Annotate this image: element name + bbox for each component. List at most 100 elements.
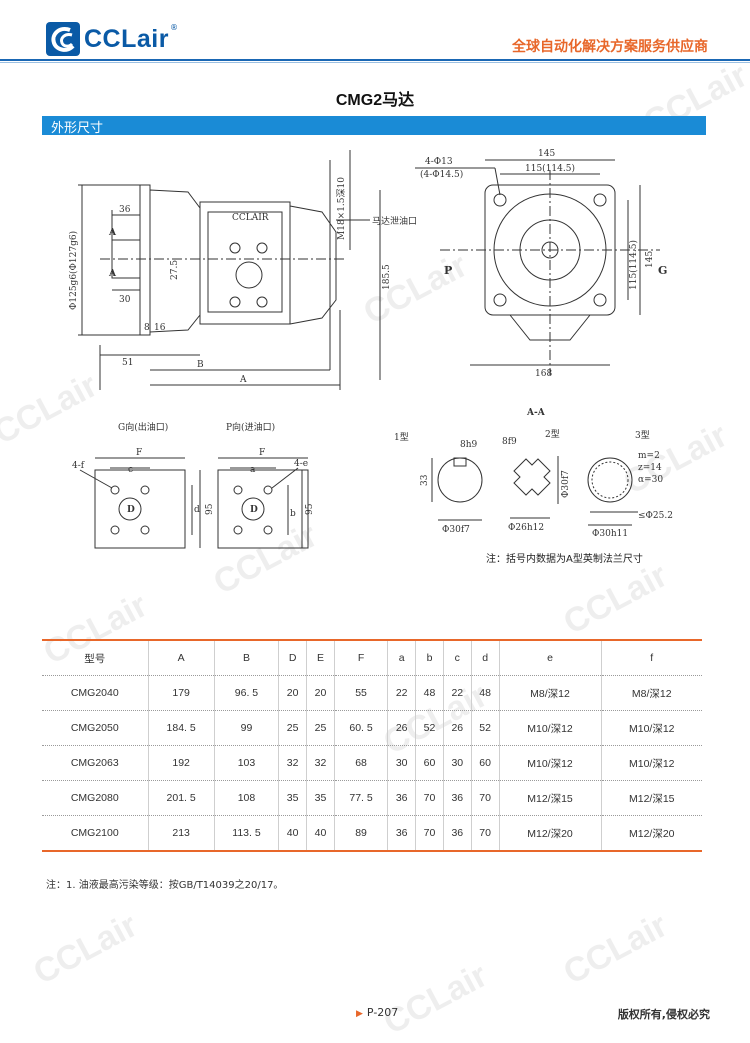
watermark: CCLair <box>557 906 674 993</box>
registered-mark: ® <box>169 22 178 32</box>
table-cell: 36 <box>443 780 472 816</box>
table-cell: 26 <box>443 710 472 746</box>
dim-115-right: 115(114.5) <box>628 240 639 290</box>
table-cell: CMG2100 <box>42 815 149 852</box>
p-dim-d-upper: D <box>250 505 258 515</box>
table-cell: 30 <box>387 745 417 781</box>
table-cell: CMG2080 <box>42 780 149 816</box>
view-p-title: P向(进油口) <box>226 421 275 433</box>
page-number-text: P-207 <box>366 1006 399 1019</box>
table-cell: 96. 5 <box>214 675 280 711</box>
table-cell: 108 <box>214 780 280 816</box>
section-header: 外形尺寸 <box>42 116 706 136</box>
table-cell: 40 <box>278 815 308 852</box>
dim-145-top: 145 <box>538 149 555 159</box>
dim-a: A <box>239 375 247 385</box>
page-number: ▶P-207 <box>356 1006 398 1019</box>
table-cell: M10/深12 <box>601 710 702 746</box>
section-a-bottom: A <box>108 269 117 279</box>
table-cell: 60 <box>415 745 444 781</box>
table-cell: M10/深12 <box>601 745 702 781</box>
col-c-lower: c <box>443 639 472 676</box>
table-row: CMG2080 201. 5 108 35 35 77. 5 36 70 36 … <box>42 780 702 816</box>
col-a-lower: a <box>387 639 417 676</box>
type-2-label: 2型 <box>545 429 560 440</box>
body-brand: CCLAIR <box>232 213 269 223</box>
table-cell: 213 <box>148 815 215 852</box>
header-divider-thin <box>0 62 750 63</box>
drain-port-label: 马达泄油口 <box>372 215 417 227</box>
type1-height: 33 <box>420 474 430 486</box>
aa-sections <box>431 456 638 526</box>
hole-spec-2: (4-Φ14.5) <box>420 169 463 180</box>
footnote: 注：1. 油液最高污染等级：按GB/T14039之20/17。 <box>46 880 284 891</box>
table-cell: 103 <box>214 745 280 781</box>
col-f-upper: F <box>334 639 389 676</box>
table-cell: M8/深12 <box>601 675 702 711</box>
spline-teeth: z=14 <box>638 463 662 473</box>
thread-spec: M18×1.5深10 <box>336 177 347 240</box>
table-cell: 99 <box>214 710 280 746</box>
table-cell: 40 <box>306 815 335 852</box>
table-cell: 36 <box>443 815 472 852</box>
watermark: CCLair <box>27 906 144 993</box>
triangle-icon: ▶ <box>356 1009 363 1019</box>
table-cell: CMG2063 <box>42 745 149 781</box>
table-cell: CMG2050 <box>42 710 149 746</box>
col-a: A <box>148 639 215 676</box>
dimension-drawing: 36 30 A A Φ125g6(Φ127g6) 27.5 8 16 51 B … <box>40 140 710 580</box>
table-cell: M12/深20 <box>499 815 602 852</box>
dim-b: B <box>197 360 204 370</box>
table-cell: 60 <box>471 745 500 781</box>
table-cell: 20 <box>278 675 308 711</box>
table-cell: 77. 5 <box>334 780 389 816</box>
front-view <box>415 159 660 375</box>
table-cell: 113. 5 <box>214 815 280 852</box>
table-cell: 70 <box>415 815 444 852</box>
table-cell: 35 <box>306 780 335 816</box>
table-cell: 68 <box>334 745 389 781</box>
type2-dia: Φ30f7 <box>561 470 571 498</box>
dim-51: 51 <box>122 358 133 368</box>
dim-36: 36 <box>119 205 131 215</box>
logo-text: CCLair <box>84 24 169 53</box>
g-dim-d-upper: D <box>127 505 135 515</box>
table-cell: 32 <box>306 745 335 781</box>
type1-key-width: 8h9 <box>460 440 478 450</box>
p-dim-95: 95 <box>305 503 315 515</box>
col-e-upper: E <box>306 639 335 676</box>
table-cell: 201. 5 <box>148 780 215 816</box>
table-row: CMG2050 184. 5 99 25 25 60. 5 26 52 26 5… <box>42 710 702 746</box>
type1-dia: Φ30f7 <box>442 525 470 535</box>
spline-outer-dia: Φ30h11 <box>592 529 628 539</box>
g-dim-f: F <box>136 448 142 458</box>
page-title: CMG2马达 <box>335 92 415 109</box>
table-cell: M12/深15 <box>601 780 702 816</box>
table-cell: 179 <box>148 675 215 711</box>
brand-logo: CCLair ® <box>46 22 178 56</box>
drawing-note: 注：括号内数据为A型英制法兰尺寸 <box>486 554 643 565</box>
col-d-lower: d <box>471 639 500 676</box>
dim-115-top: 115(114.5) <box>525 163 575 174</box>
table-cell: 70 <box>471 780 500 816</box>
type2-minor-dia: Φ26h12 <box>508 523 544 533</box>
spline-root-dia: ≤Φ25.2 <box>638 511 673 521</box>
table-cell: 192 <box>148 745 215 781</box>
col-model: 型号 <box>42 639 149 676</box>
g-dim-95: 95 <box>205 503 215 515</box>
dim-27-5: 27.5 <box>170 260 180 280</box>
p-dim-a: a <box>250 465 256 475</box>
table-row: CMG2040 179 96. 5 20 20 55 22 48 22 48 M… <box>42 675 702 711</box>
page-header: CCLair ® 全球自动化解决方案服务供应商 <box>0 0 750 63</box>
table-cell: 25 <box>306 710 335 746</box>
col-d-upper: D <box>278 639 308 676</box>
table-cell: 36 <box>387 815 417 852</box>
dim-145-right: 145 <box>645 251 655 268</box>
table-cell: 22 <box>387 675 417 711</box>
table-cell: 89 <box>334 815 389 852</box>
table-cell: 35 <box>278 780 308 816</box>
dim-185-5: 185.5 <box>382 264 392 290</box>
hole-spec-1: 4-Φ13 <box>425 157 453 167</box>
table-row: CMG2100 213 113. 5 40 40 89 36 70 36 70 … <box>42 815 702 852</box>
copyright-notice: 版权所有,侵权必究 <box>617 1008 710 1021</box>
